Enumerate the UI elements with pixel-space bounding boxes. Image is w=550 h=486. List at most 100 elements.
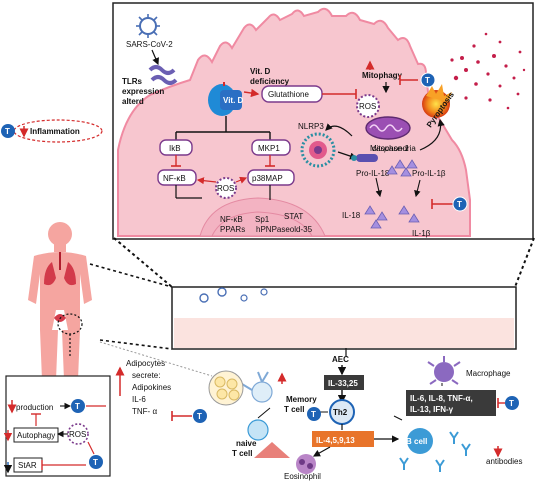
star-label: StAR [18, 461, 37, 470]
svg-text:T: T [509, 399, 514, 408]
svg-text:ROS: ROS [217, 184, 234, 193]
t-badge-pyroptosis: T [452, 196, 468, 212]
memory-t-cell-icon [241, 371, 273, 403]
airway-epithelium [171, 286, 517, 350]
svg-text:T: T [5, 127, 10, 136]
mitophagy-label: Mitophagy [362, 71, 403, 80]
caspase-label: caspase-1 [372, 144, 409, 153]
vitd-deficiency-label-2: deficiency [250, 77, 290, 86]
svg-text:ROS: ROS [359, 102, 376, 111]
il-triangles [364, 205, 420, 229]
th2-label: Th2 [333, 408, 348, 417]
svg-text:T: T [93, 458, 98, 467]
il3325-label: IL-33,25 [328, 379, 358, 388]
ros-burst-small-icon: ROS [215, 177, 237, 199]
tlrs-label-1: TLRs [122, 77, 143, 86]
adipose-line-4: IL-6 [132, 395, 146, 404]
svg-text:Vit. D: Vit. D [223, 96, 244, 105]
ikb-label: IkB [169, 144, 181, 153]
il4-label: IL-4,5,9,13 [316, 436, 355, 445]
t-badge-production: T [71, 399, 85, 413]
autophagy-label: Autophagy [17, 431, 55, 440]
svg-text:T: T [197, 412, 202, 421]
naive-t-cell-triangle [254, 442, 290, 458]
sars-cov-2-virus-icon [136, 14, 160, 38]
t-badge-adipose: T [193, 409, 207, 423]
pyroptosis-burst-icon [422, 84, 452, 118]
svg-text:T: T [75, 402, 80, 411]
nfkb-box [157, 169, 197, 186]
naive-label-2: T cell [232, 449, 252, 458]
svg-text:T: T [311, 410, 316, 419]
macrophage-label: Macrophage [466, 369, 511, 378]
vitd-deficiency-label-1: Vit. D [250, 67, 271, 76]
svg-text:T: T [425, 76, 430, 85]
cell-panel: SARS-CoV-2 TLRs expression alterd Vit. D… [112, 2, 534, 240]
pro-il-triangles [386, 159, 418, 177]
inflammation-badge: T Inflammation [1, 119, 103, 143]
il18-label: IL-18 [342, 211, 361, 220]
p38-label: p38MAP [252, 174, 283, 183]
human-body-icon [28, 222, 92, 380]
production-label: production [16, 403, 53, 412]
antibody-icons [399, 431, 471, 472]
svg-text:ROS: ROS [69, 430, 86, 439]
glutathione-label: Glutathione [268, 90, 309, 99]
tlrs-label-2: expression [122, 87, 164, 96]
cytokines-line-2: IL-13, IFN-γ [410, 405, 454, 414]
cytokines-line-1: IL-6, IL-8, TNF-α, [410, 394, 473, 403]
il3325-box [324, 375, 364, 390]
steroidogenesis-panel: production T Autophagy ROS StAR T [3, 375, 111, 477]
nlrp3-label: NLRP3 [298, 122, 324, 131]
mitochondria-label: Mitochondria [370, 144, 416, 153]
virus-small-icons [199, 287, 268, 303]
eosinophil-icon [296, 454, 316, 474]
adipose-line-2: secrete: [132, 371, 160, 380]
b-cell-icon [407, 428, 433, 454]
nucleus [199, 197, 326, 237]
pro-il18-label: Pro-IL-18 [356, 169, 390, 178]
tlrs-label-3: alterd [122, 97, 144, 106]
virus-label: SARS-CoV-2 [126, 40, 173, 49]
t-badge-mitophagy: T [420, 72, 436, 88]
naive-t-cell-icon [247, 419, 269, 441]
caspase-icon [351, 154, 378, 162]
t-badge-th2: T [307, 407, 321, 421]
antibodies-label: antibodies [486, 457, 522, 466]
b-cell-label: B cell [406, 437, 427, 446]
adipose-line-5: TNF- α [132, 407, 157, 416]
nucleus-nfkb-label: NF-κB [220, 215, 243, 224]
adipose-line-3: Adipokines [132, 383, 171, 392]
nucleus-ppars-label: PPARs [220, 225, 245, 234]
inflammation-label: Inflammation [30, 127, 80, 136]
cytokine-release-dots [450, 32, 526, 110]
pro-il1b-label: Pro-IL-1β [412, 169, 446, 178]
adipose-line-1: Adipocytes [126, 359, 165, 368]
svg-text:T: T [457, 200, 462, 209]
mkp1-label: MKP1 [258, 144, 280, 153]
macrophage-icon [427, 356, 461, 385]
t-badge-star: T [89, 455, 103, 469]
tlr-receptor-icon [148, 65, 178, 85]
vitd-receptor-icon: Vit. D [208, 84, 244, 116]
mkp1-box [251, 139, 291, 156]
naive-label-1: naive [236, 439, 257, 448]
aec-label: AEC [332, 355, 349, 364]
memory-label-1: Memory [286, 395, 317, 404]
cytokines-box [406, 390, 496, 416]
nfkb-label: NF-κB [163, 174, 186, 183]
mitochondria-icon [365, 116, 411, 140]
il1b-label: IL-1β [412, 229, 431, 238]
eosinophil-label: Eosinophil [284, 472, 321, 481]
memory-label-2: T cell [284, 405, 304, 414]
ros-burst-icon: ROS [356, 94, 380, 118]
il4-box [312, 431, 374, 447]
t-badge-macrophage: T [505, 396, 519, 410]
nucleus-stat-label: STAT [284, 212, 303, 221]
ros-steroid-icon: ROS [67, 423, 89, 445]
nucleus-hpn-label: hPNPaseold-35 [256, 225, 313, 234]
nucleus-sp1-label: Sp1 [255, 215, 270, 224]
adipocytes-icon [208, 370, 244, 406]
p38-box [247, 169, 295, 186]
